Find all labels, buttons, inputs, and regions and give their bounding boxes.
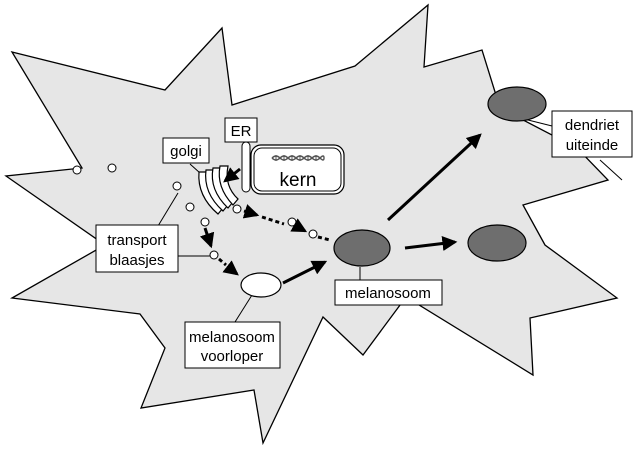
- edge-vesicle: [107, 163, 117, 173]
- transport-vesicle: [209, 250, 219, 260]
- arrow-er-golgi: [223, 167, 241, 183]
- dendriet-label-line1: dendriet: [565, 117, 620, 134]
- transport-vesicle: [287, 217, 297, 227]
- edge-vesicle: [72, 165, 82, 175]
- golgi-vesicle: [185, 202, 195, 212]
- arrow-to-periphery: [404, 236, 458, 251]
- voorloper-label-line2: voorloper: [201, 348, 264, 365]
- transport-vesicle: [232, 204, 242, 214]
- arrow-to-dendrite-tip: [386, 133, 482, 222]
- melanosome-dendrite-tip: [487, 86, 547, 122]
- voorloper-label-line1: melanosoom: [189, 329, 275, 346]
- transport-label-line1: transport: [107, 232, 167, 249]
- kern-label: kern: [280, 170, 317, 191]
- golgi-vesicle: [172, 181, 182, 191]
- transport-vesicle: [308, 229, 318, 239]
- arrow-precursor-melanosome: [282, 260, 328, 285]
- er-membrane: [241, 141, 251, 193]
- melanosoom-label: melanosoom: [345, 285, 431, 302]
- dna-helix-icon: [271, 155, 325, 161]
- melanosome: [333, 229, 391, 267]
- transport-vesicle: [200, 217, 210, 227]
- melanosome-precursor: [240, 272, 282, 298]
- melanosome-migrating: [467, 224, 527, 262]
- er-label: ER: [231, 123, 252, 140]
- transport-label-line2: blaasjes: [109, 252, 164, 269]
- cell-body: [4, 3, 619, 446]
- golgi-label: golgi: [170, 143, 202, 160]
- dendriet-label-line2: uiteinde: [566, 137, 619, 154]
